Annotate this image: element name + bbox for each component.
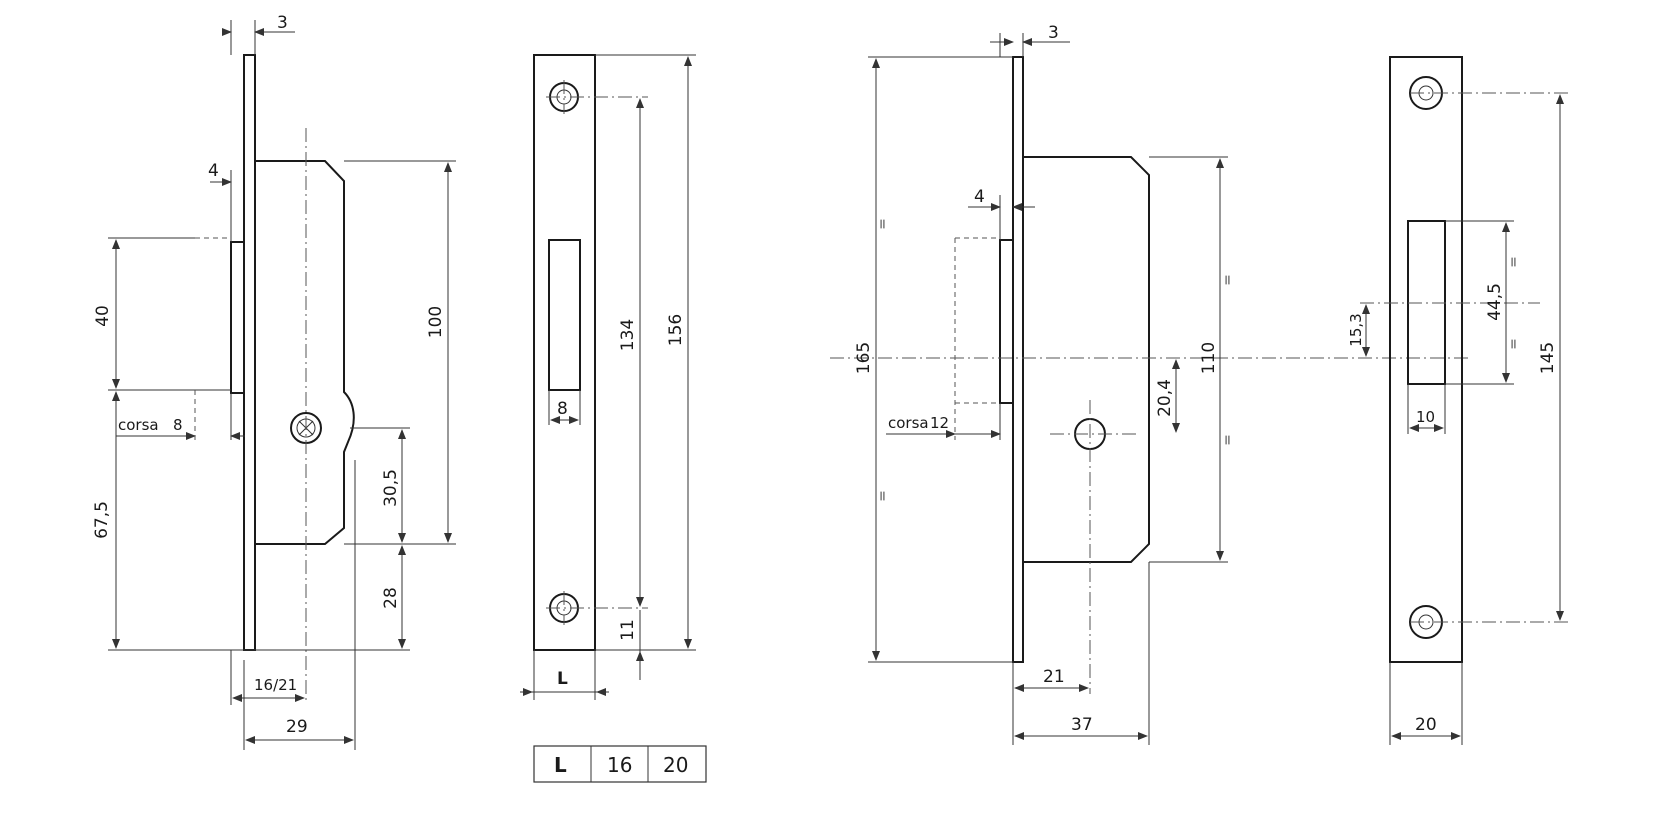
left-lock-corsa-label: corsa xyxy=(118,416,159,434)
left-lock-body xyxy=(255,160,355,545)
right-strike-dim-slot-width: 10 xyxy=(1416,408,1435,426)
left-strike-dim-slot-width: 8 xyxy=(557,399,568,419)
table-value-16: 16 xyxy=(607,753,632,777)
left-strike-dim-plate-height: 156 xyxy=(666,314,686,346)
right-lock-dim-plate-height: 165 xyxy=(854,342,874,374)
right-lock-dim-body-depth: 37 xyxy=(1071,715,1093,735)
left-lock-dim-bolt-height: 40 xyxy=(93,305,113,327)
left-strike-dim-width: L xyxy=(557,669,568,689)
right-lock-drawing: 3 4 165 = = corsa 12 20,4 110 = = 21 37 xyxy=(830,23,1470,745)
right-lock-bolt xyxy=(999,239,1014,404)
left-strike-width-table: L 16 20 xyxy=(533,745,707,783)
right-lock-faceplate xyxy=(1012,56,1024,663)
left-lock-dim-body-height: 100 xyxy=(426,306,446,338)
right-lock-dim-bolt-projection: 4 xyxy=(974,187,985,207)
right-strike-equal-mark-upper: = xyxy=(1506,256,1522,268)
right-strike-plate xyxy=(1389,56,1463,663)
left-strike-drawing: 8 134 156 11 L L 16 20 xyxy=(520,54,707,783)
left-lock-dim-body-depth: 29 xyxy=(286,717,308,737)
right-strike-dim-slot-height: 44,5 xyxy=(1485,283,1505,321)
right-lock-equal-mark-upper: = xyxy=(875,218,891,230)
left-lock-dim-bottom-axis: 67,5 xyxy=(92,501,112,539)
left-lock-bolt xyxy=(230,241,245,394)
right-lock-equal-mark-body-upper: = xyxy=(1220,274,1236,286)
right-lock-dim-backset: 21 xyxy=(1043,667,1065,687)
left-lock-corsa-value: 8 xyxy=(173,416,183,434)
left-lock-drawing: 3 4 40 corsa 8 67,5 100 30,5 28 16/21 29 xyxy=(92,13,456,750)
table-header-l: L xyxy=(554,753,567,777)
right-lock-body xyxy=(1023,156,1150,563)
left-strike-slot xyxy=(548,239,581,391)
left-lock-faceplate xyxy=(243,54,256,651)
left-lock-dim-bottom-body: 28 xyxy=(381,587,401,609)
left-strike-dim-hole-spacing: 134 xyxy=(618,319,638,351)
left-lock-dim-bolt-projection: 4 xyxy=(208,161,219,181)
right-lock-dim-key-offset: 20,4 xyxy=(1155,379,1175,417)
right-strike-equal-mark-lower: = xyxy=(1506,338,1522,350)
right-lock-dim-body-height: 110 xyxy=(1199,342,1219,374)
right-lock-corsa-label: corsa xyxy=(888,414,929,432)
left-strike-dim-hole-edge: 11 xyxy=(618,619,638,641)
right-lock-corsa-value: 12 xyxy=(930,414,949,432)
right-strike-dim-slot-offset: 15,3 xyxy=(1347,313,1365,346)
left-lock-dim-thickness: 3 xyxy=(277,13,288,33)
table-value-20: 20 xyxy=(663,753,688,777)
left-lock-dim-backset: 16/21 xyxy=(254,676,297,694)
left-lock-dim-key-offset: 30,5 xyxy=(381,469,401,507)
left-strike-plate xyxy=(533,54,596,651)
right-strike-drawing: 15,3 44,5 = = 10 145 20 xyxy=(1347,56,1568,745)
right-lock-dim-thickness: 3 xyxy=(1048,23,1059,43)
right-strike-dim-width: 20 xyxy=(1415,715,1437,735)
right-lock-equal-mark-lower: = xyxy=(875,490,891,502)
right-lock-equal-mark-body-lower: = xyxy=(1220,434,1236,446)
right-strike-dim-hole-spacing: 145 xyxy=(1538,342,1558,374)
